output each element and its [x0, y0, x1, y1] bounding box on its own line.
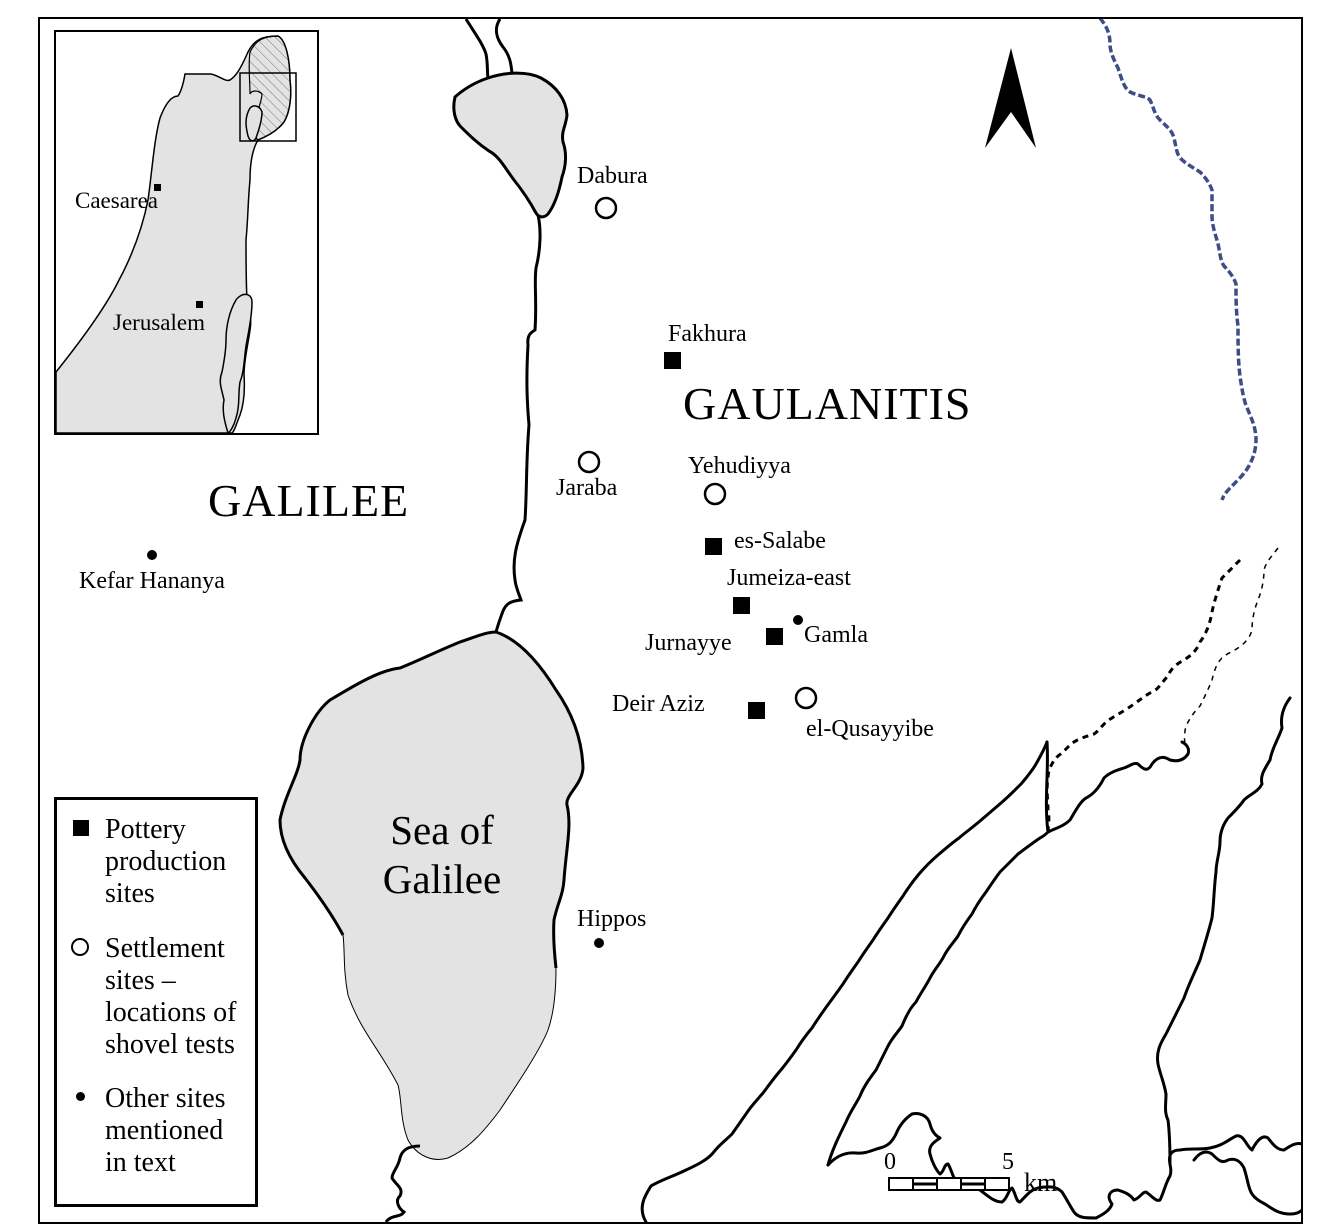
label-yehudiyya: Yehudiyya [688, 453, 791, 479]
inset-dead-sea [219, 293, 253, 433]
label-gamla: Gamla [804, 622, 868, 648]
legend-text-other: Other sites mentioned in text [105, 1083, 226, 1178]
region-label-galilee: GALILEE [208, 475, 410, 526]
legend-item-settlement: Settlement sites – locations of shovel t… [71, 933, 236, 1061]
river-northeast [1046, 740, 1190, 834]
jordan-river-south [384, 1144, 421, 1222]
border-dashed-main-upper [1098, 19, 1258, 501]
filled-square-icon [71, 814, 97, 842]
yarmouk-river [826, 1112, 1098, 1220]
label-fakhura: Fakhura [668, 321, 747, 347]
marker-fakhura [664, 352, 681, 369]
label-caesarea: Caesarea [75, 188, 158, 213]
legend-text-settlement: Settlement sites – locations of shovel t… [105, 933, 237, 1060]
label-jerusalem: Jerusalem [113, 310, 205, 335]
border-dashed-secondary [1183, 547, 1279, 749]
river-long-sw-diagonal [640, 740, 1049, 1222]
open-circle-icon [71, 933, 97, 961]
scale-label-unit: km [1024, 1168, 1058, 1197]
border-dashed-main-lower [1045, 558, 1242, 833]
marker-jaraba [577, 450, 601, 474]
yarmouk-river-east [1168, 1134, 1301, 1166]
legend: Pottery production sites Settlement site… [54, 797, 258, 1207]
label-kefar-hananya: Kefar Hananya [79, 568, 225, 594]
sea-shore-heavy [278, 630, 585, 969]
filled-dot-icon [71, 1083, 97, 1111]
marker-jurnayye [766, 628, 783, 645]
label-jumeiza-east: Jumeiza-east [727, 565, 851, 591]
inset-marker-jerusalem [196, 301, 203, 308]
marker-hippos [594, 938, 604, 948]
label-sea-of-galilee-line2: Galilee [382, 856, 502, 903]
river-southeast-corner [1192, 1150, 1301, 1216]
marker-deir-aziz [748, 702, 765, 719]
legend-item-other: Other sites mentioned in text [71, 1083, 226, 1179]
jordan-headwater-west [464, 19, 490, 79]
legend-text-pottery: Pottery production sites [105, 814, 227, 909]
marker-jumeiza-east [733, 597, 750, 614]
jordan-river [494, 214, 542, 633]
label-sea-of-galilee: Sea of Galilee [362, 806, 522, 904]
region-label-gaulanitis: GAULANITIS [683, 378, 972, 429]
marker-kefar-hananya [147, 550, 157, 560]
legend-item-pottery: Pottery production sites [71, 814, 226, 910]
inset-study-area-box [239, 72, 297, 142]
river-east-branch [1156, 696, 1292, 1166]
marker-el-qusayyibe [794, 686, 818, 710]
scale-bar [888, 1177, 1010, 1191]
marker-gamla [793, 615, 803, 625]
hula-lake [452, 71, 569, 219]
yarmouk-loop [1094, 1162, 1173, 1220]
sea-of-galilee [280, 632, 583, 1160]
label-sea-of-galilee-line1: Sea of [390, 807, 494, 853]
river-central [826, 830, 1050, 1167]
marker-dabura [594, 196, 618, 220]
sea-shore-thin [342, 934, 557, 1160]
inset-sea-of-galilee [245, 105, 263, 142]
scale-label-end: 5 [1002, 1149, 1014, 1175]
label-jaraba: Jaraba [556, 475, 618, 501]
jordan-headwater-east [494, 19, 514, 74]
label-hippos: Hippos [577, 906, 647, 932]
label-jurnayye: Jurnayye [645, 630, 732, 656]
marker-yehudiyya [703, 482, 727, 506]
inset-frame [54, 30, 319, 435]
label-deir-aziz: Deir Aziz [612, 691, 705, 717]
inset-marker-caesarea [154, 184, 161, 191]
scale-label-start: 0 [884, 1149, 896, 1175]
north-arrow-icon [985, 48, 1036, 148]
label-es-salabe: es-Salabe [734, 528, 826, 554]
label-el-qusayyibe: el-Qusayyibe [806, 716, 934, 742]
marker-es-salabe [705, 538, 722, 555]
label-dabura: Dabura [577, 163, 648, 189]
